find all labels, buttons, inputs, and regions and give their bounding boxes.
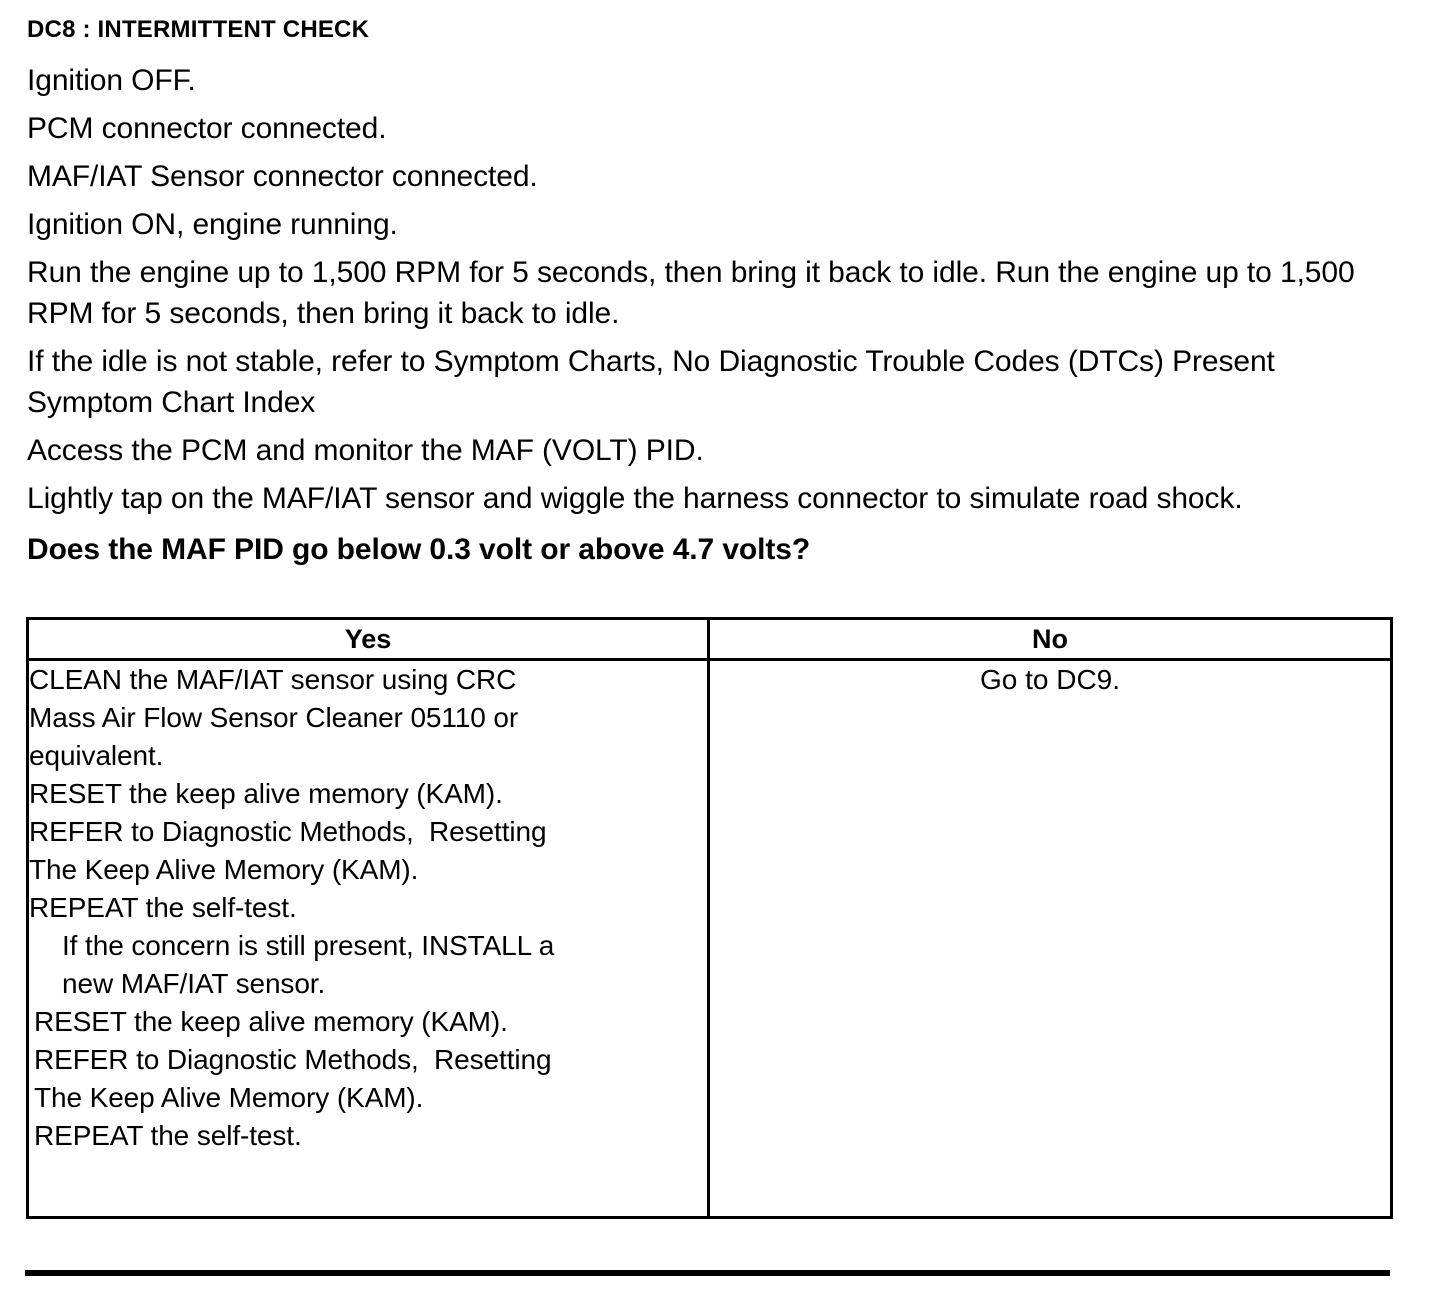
list-item: RESET the keep alive memory (KAM). <box>29 778 503 809</box>
list-item: If the concern is still present, INSTALL… <box>62 930 555 961</box>
list-item: Mass Air Flow Sensor Cleaner 05110 or <box>29 702 519 733</box>
yes-actions-cell: CLEAN the MAF/IAT sensor using CRC Mass … <box>26 658 710 1219</box>
table-header-row: Yes No <box>26 617 1393 661</box>
page-title: DC8 : INTERMITTENT CHECK <box>27 16 370 43</box>
list-item: CLEAN the MAF/IAT sensor using CRC <box>29 664 517 695</box>
list-item: REPEAT the self-test. <box>29 892 297 923</box>
step-idle-not-stable: If the idle is not stable, refer to Symp… <box>27 345 1275 419</box>
decision-table: Yes No CLEAN the MAF/IAT sensor using CR… <box>26 617 1393 1219</box>
step-ignition-on: Ignition ON, engine running. <box>27 208 398 241</box>
step-monitor-maf-pid: Access the PCM and monitor the MAF (VOLT… <box>27 434 704 467</box>
list-item: RESET the keep alive memory (KAM). <box>34 1006 508 1037</box>
list-item: equivalent. <box>29 740 164 771</box>
step-tap-sensor: Lightly tap on the MAF/IAT sensor and wi… <box>27 482 1243 515</box>
step-rpm-procedure: Run the engine up to 1,500 RPM for 5 sec… <box>27 256 1355 330</box>
decision-question: Does the MAF PID go below 0.3 volt or ab… <box>27 533 811 566</box>
step-maf-iat-connector: MAF/IAT Sensor connector connected. <box>27 160 538 193</box>
no-action-cell: Go to DC9. <box>707 658 1393 1219</box>
goto-reference: Go to DC9. <box>979 664 1121 695</box>
list-item: The Keep Alive Memory (KAM). <box>34 1082 424 1113</box>
list-item: REFER to Diagnostic Methods, Resetting <box>29 816 547 847</box>
column-header-no: No <box>707 617 1393 661</box>
list-item: REPEAT the self-test. <box>34 1120 302 1151</box>
step-ignition-off: Ignition OFF. <box>27 64 196 97</box>
list-item: new MAF/IAT sensor. <box>62 968 326 999</box>
table-row: CLEAN the MAF/IAT sensor using CRC Mass … <box>26 658 1393 1219</box>
column-header-yes: Yes <box>26 617 710 661</box>
step-pcm-connector: PCM connector connected. <box>27 112 387 145</box>
procedure-steps: Ignition OFF. PCM connector connected. M… <box>27 60 1392 577</box>
list-item: The Keep Alive Memory (KAM). <box>29 854 419 885</box>
list-item: REFER to Diagnostic Methods, Resetting <box>34 1044 552 1075</box>
footer-divider <box>25 1270 1390 1276</box>
